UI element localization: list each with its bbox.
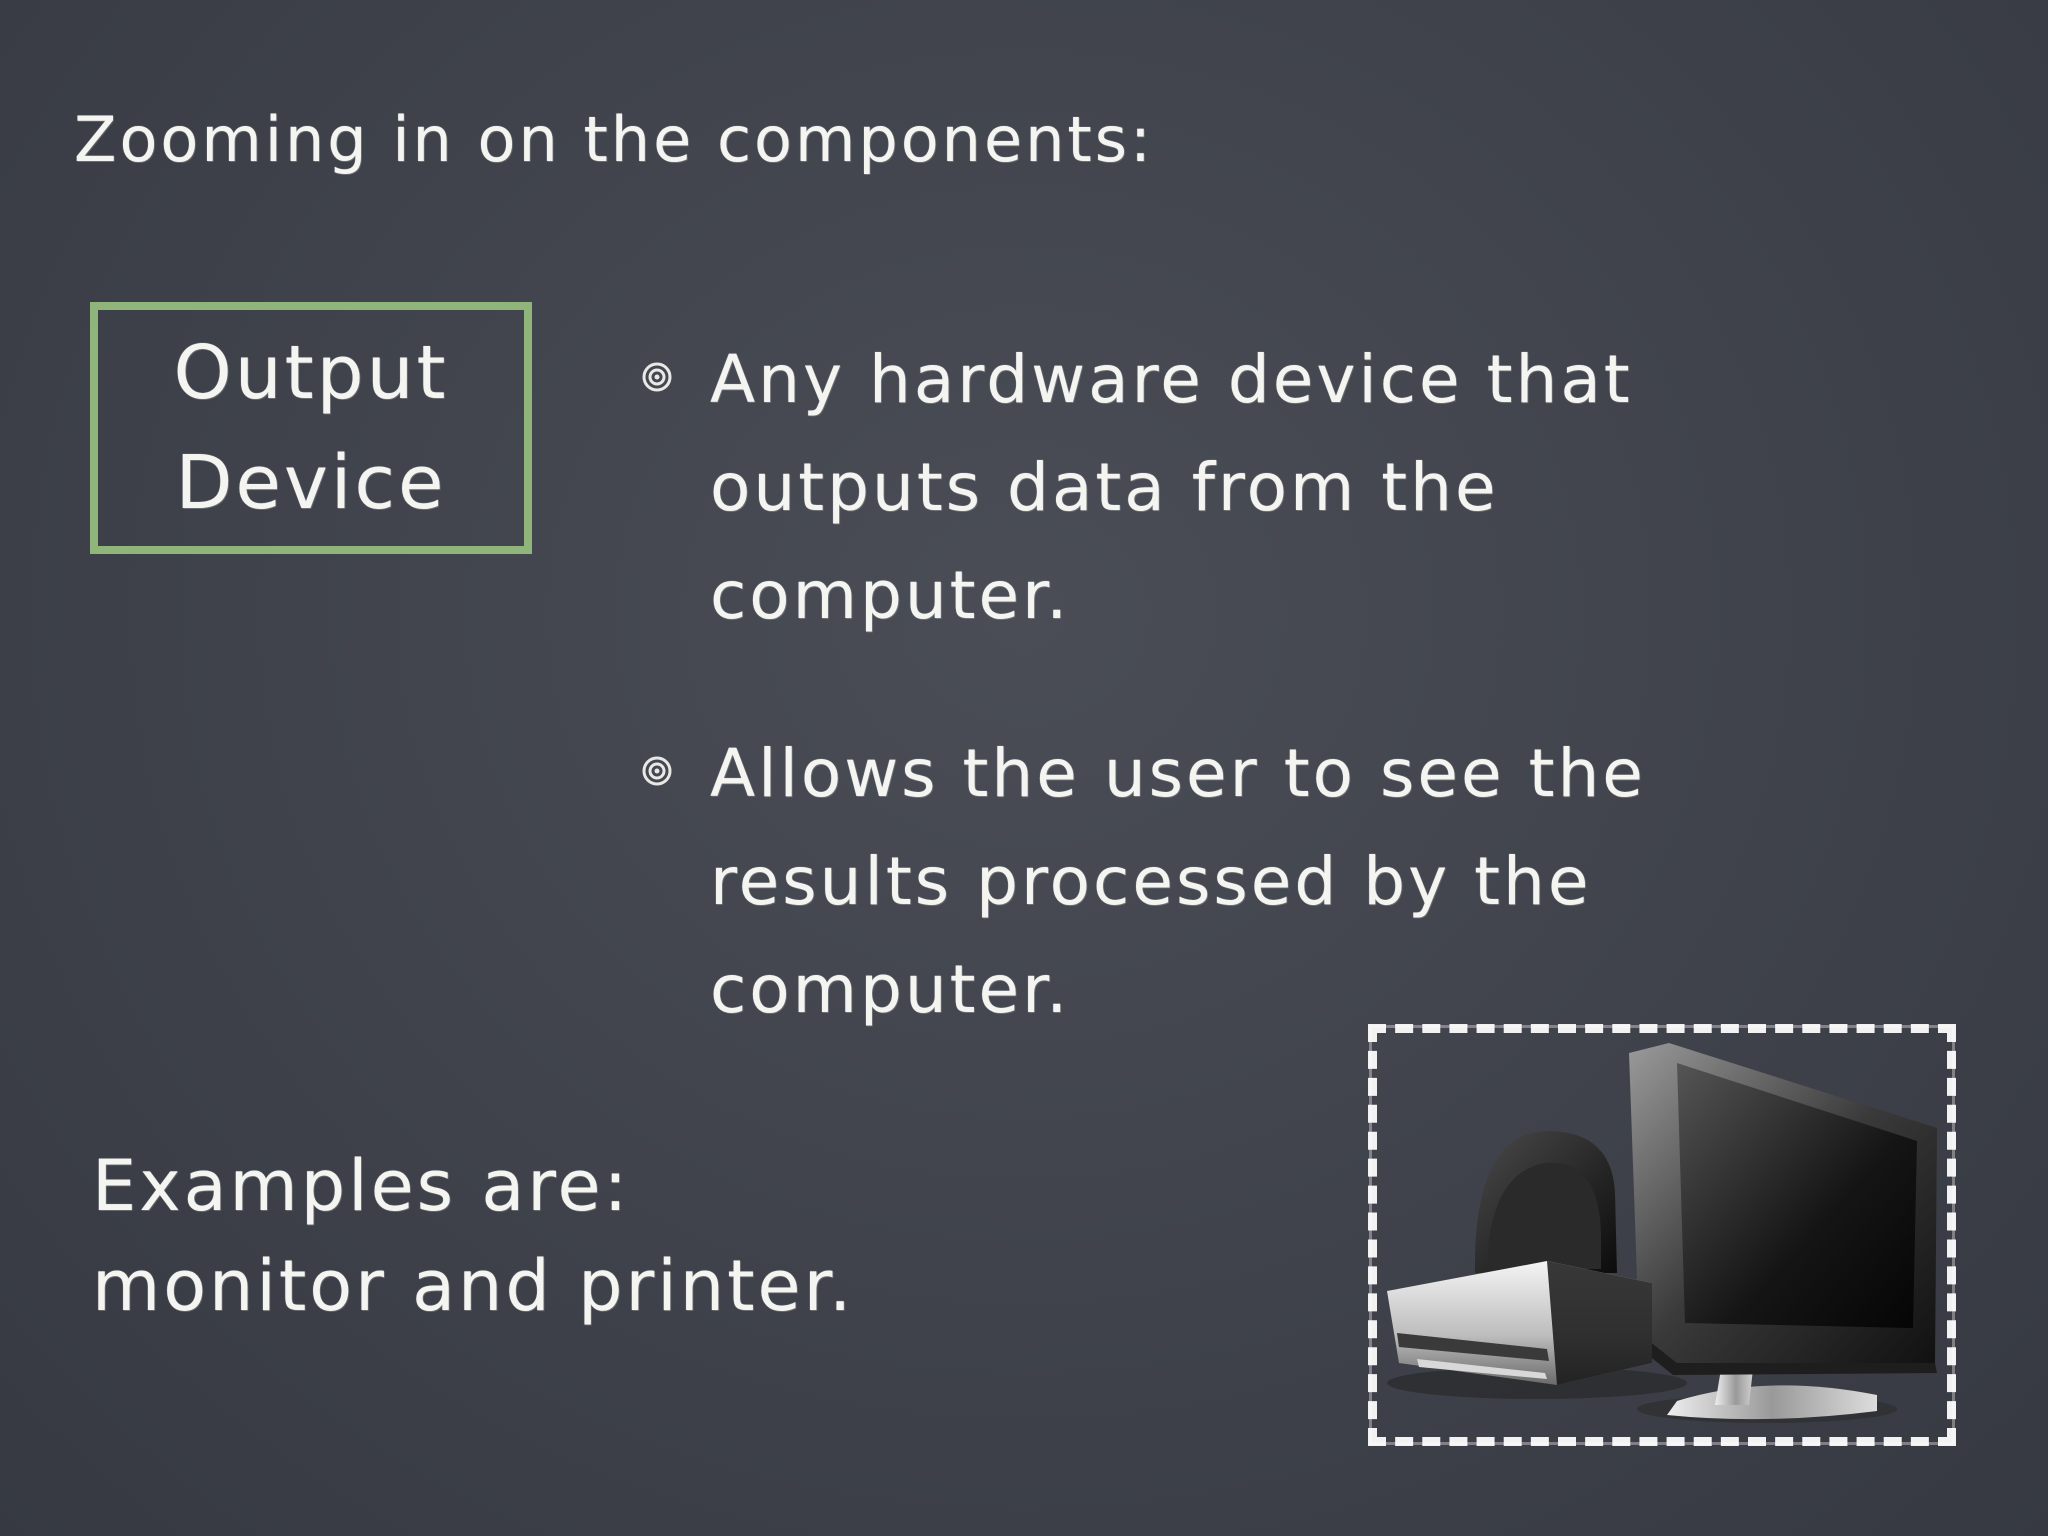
label-line-1: Output — [173, 330, 449, 416]
label-line-2: Device — [175, 440, 447, 526]
bullet-text: Allows the user to see the results proce… — [710, 735, 1646, 1028]
device-illustration — [1387, 1043, 1937, 1423]
printer-icon — [1387, 1131, 1687, 1399]
bullet-list: Any hardware device that outputs data fr… — [640, 326, 1780, 1114]
monitor-icon — [1629, 1043, 1937, 1423]
spiral-bullet-icon — [642, 362, 672, 392]
device-photo-frame — [1368, 1024, 1956, 1446]
output-device-label: Output Device — [121, 318, 501, 538]
examples-text: Examples are: monitor and printer. — [92, 1136, 1092, 1336]
bullet-item: Allows the user to see the results proce… — [640, 720, 1780, 1044]
bullet-text: Any hardware device that outputs data fr… — [710, 341, 1633, 634]
output-device-label-box: Output Device — [90, 302, 532, 554]
examples-line-2: monitor and printer. — [92, 1245, 855, 1327]
slide-title: Zooming in on the components: — [74, 103, 1154, 176]
bullet-item: Any hardware device that outputs data fr… — [640, 326, 1780, 650]
examples-line-1: Examples are: — [92, 1145, 631, 1227]
spiral-bullet-icon — [642, 756, 672, 786]
